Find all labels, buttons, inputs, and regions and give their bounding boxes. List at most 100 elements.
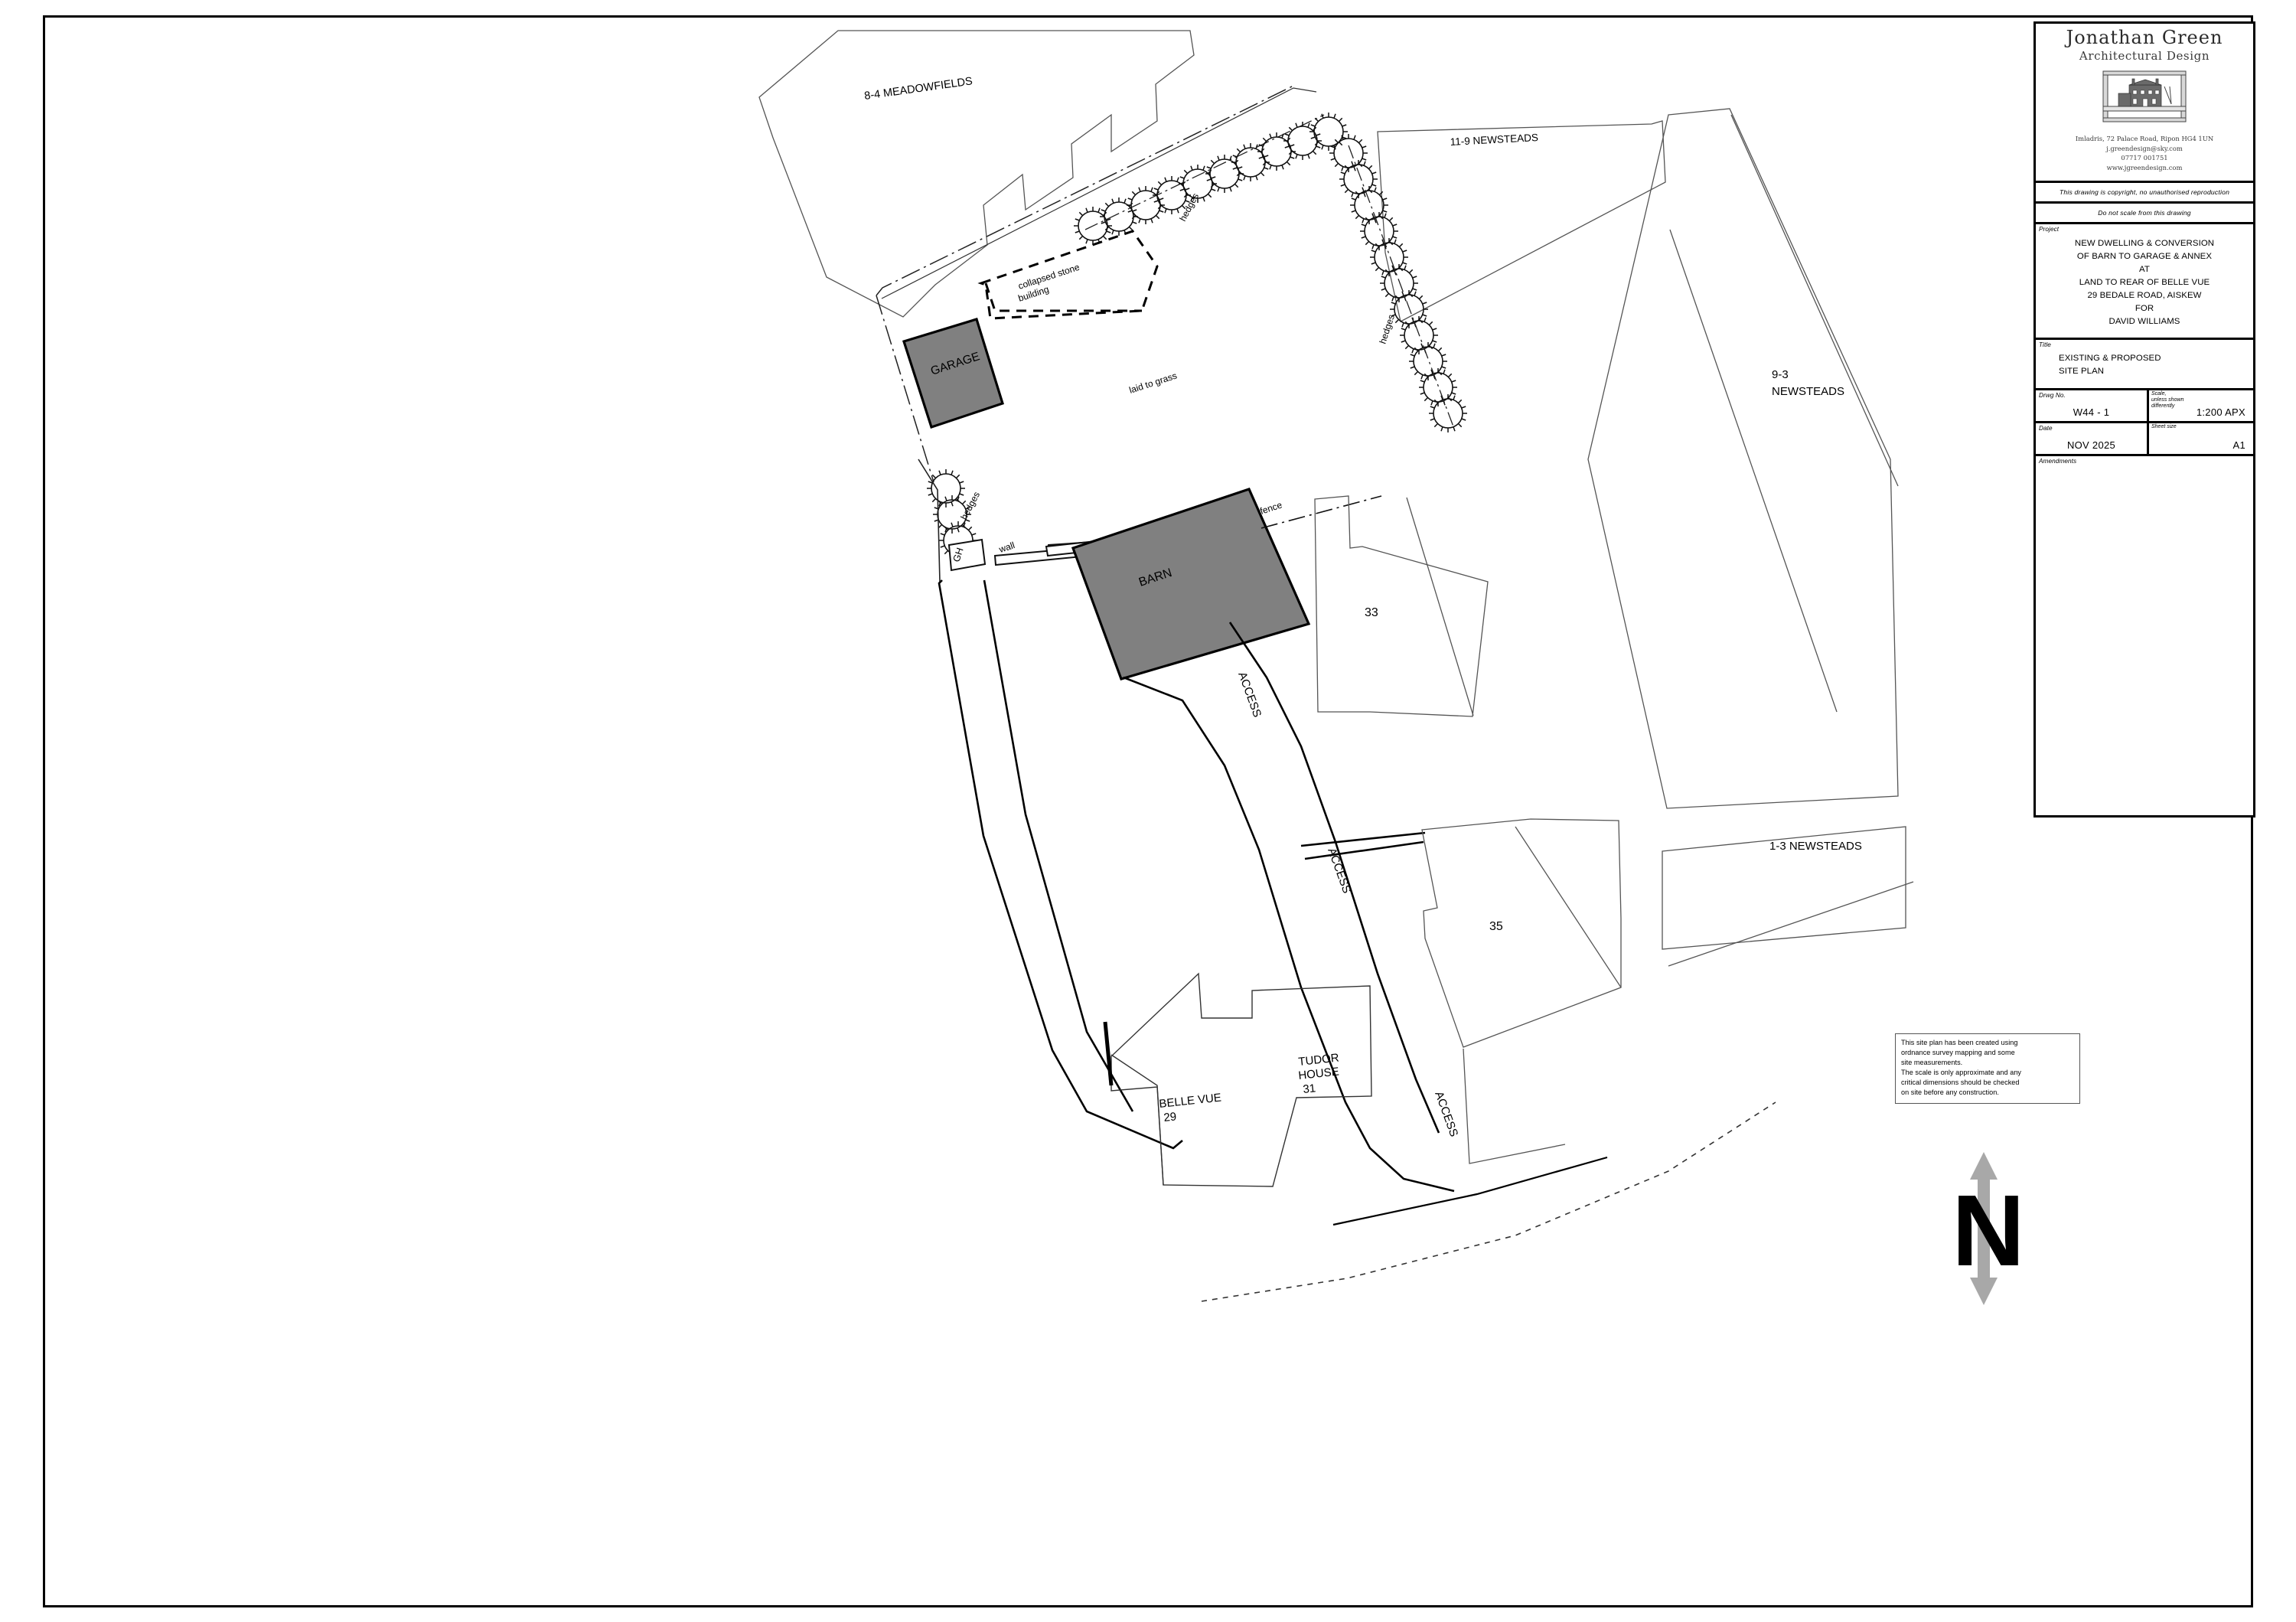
label-tudor-house-line2: HOUSE	[1298, 1065, 1340, 1082]
company-name: Jonathan Green	[2066, 27, 2223, 48]
company-subtitle: Architectural Design	[2079, 49, 2210, 64]
plot-35-inner	[1515, 826, 1622, 988]
company-address: Imladris, 72 Palace Road, Ripon HG4 1UN	[2075, 135, 2214, 143]
project-row: Project NEW DWELLING & CONVERSION OF BAR…	[2036, 224, 2253, 341]
label-tudor-house-number: 31	[1303, 1082, 1316, 1096]
label-plot-33: 33	[1365, 606, 1378, 619]
sheet-size-cell: Sheet size A1	[2149, 423, 2253, 454]
title-block-logo-row: Jonathan Green Architectural Design	[2036, 24, 2253, 183]
date-sheetsize-row: Date NOV 2025 Sheet size A1	[2036, 423, 2253, 457]
label-belle-vue-line1: BELLE VUE	[1159, 1092, 1222, 1111]
label-newsteads-1-3: 1-3 NEWSTEADS	[1769, 840, 1862, 853]
note-line-2: site measurements.	[1901, 1058, 1963, 1066]
company-address-block: Imladris, 72 Palace Road, Ripon HG4 1UN …	[2039, 134, 2250, 172]
do-not-scale-note: Do not scale from this drawing	[2036, 204, 2253, 224]
plot-newsteads-1-3-line	[1668, 881, 1914, 967]
note-line-4: critical dimensions should be checked	[1901, 1078, 2020, 1086]
sheet-size-value: A1	[2232, 439, 2245, 452]
collapsed-building-edge	[984, 282, 1142, 312]
site-plan-note-box: This site plan has been created using or…	[1895, 1033, 2080, 1104]
north-arrow: N	[1952, 1152, 2025, 1305]
label-newsteads-9-3-line2: NEWSTEADS	[1772, 385, 1844, 398]
project-caption: Project	[2039, 225, 2060, 233]
label-laid-to-grass: laid to grass	[1128, 370, 1179, 396]
road-kerb-dotted	[1201, 1101, 1776, 1302]
project-line-1: OF BARN TO GARAGE & ANNEX	[2076, 251, 2213, 261]
drwg-no-cell: Drwg No. W44 - 1	[2036, 390, 2149, 422]
hedge-boundary-line-right	[1348, 145, 1455, 429]
label-plot-35: 35	[1489, 920, 1503, 933]
greenhouse-building	[947, 538, 987, 572]
plot-newsteads-11-9	[1377, 120, 1666, 322]
date-cell: Date NOV 2025	[2036, 423, 2149, 455]
title-caption: Title	[2039, 341, 2051, 349]
plot-33-inner	[1406, 497, 1474, 716]
note-line-5: on site before any construction.	[1901, 1088, 1999, 1096]
drawing-title-line-0: EXISTING & PROPOSED	[2059, 354, 2161, 364]
label-newsteads-9-3-line1: 9-3	[1772, 368, 1789, 381]
label-greenhouse: GH	[951, 547, 966, 563]
access-drive-lower	[1304, 840, 1424, 860]
plot-33	[1314, 495, 1489, 717]
fence-line	[1261, 495, 1382, 529]
label-wall: wall	[997, 540, 1016, 555]
belle-vue-tudor-house	[1110, 972, 1372, 1187]
company-email: j.greendesign@sky.com	[2106, 144, 2183, 152]
date-caption: Date	[2039, 425, 2053, 432]
label-newsteads-11-9: 11-9 NEWSTEADS	[1450, 132, 1538, 148]
plot-newsteads-9-3-inner	[1730, 114, 1899, 487]
plot-35	[1421, 818, 1622, 1048]
road-edge	[1332, 1156, 1608, 1226]
amendments-row: Amendments	[2036, 456, 2253, 729]
project-line-3: LAND TO REAR OF BELLE VUE	[2079, 277, 2210, 287]
plot-35-lower	[1463, 1048, 1566, 1164]
label-access-3: ACCESS	[1432, 1090, 1460, 1139]
project-line-0: NEW DWELLING & CONVERSION	[2074, 238, 2215, 248]
access-drive-main	[938, 579, 1183, 1150]
barn-building	[1071, 488, 1311, 680]
hedge-row-top	[1073, 112, 1349, 246]
north-letter: N	[1952, 1174, 2024, 1287]
label-belle-vue-number: 29	[1163, 1110, 1177, 1124]
hedge-boundary-line-top	[1084, 114, 1325, 230]
access-drive-edge2	[983, 579, 1134, 1112]
amendments-caption: Amendments	[2039, 458, 2077, 465]
company-website: www.jgreendesign.com	[2106, 164, 2183, 172]
company-phone: 07717 001751	[2121, 154, 2168, 162]
access-drive-right	[1123, 676, 1455, 1193]
note-line-1: ordnance survey mapping and some	[1901, 1048, 2015, 1056]
site-boundary-chain	[876, 85, 1294, 296]
drawing-title: EXISTING & PROPOSED SITE PLAN	[2036, 340, 2253, 388]
label-fence: fence	[1259, 499, 1284, 516]
site-outline-top	[881, 87, 1317, 299]
label-access-1: ACCESS	[1235, 671, 1264, 720]
house-plot-edge-left	[1110, 1054, 1164, 1186]
entrance-thick-wall	[1103, 1021, 1114, 1086]
label-collapsed-stone-line1: collapsed stone	[1017, 262, 1081, 292]
project-line-5: FOR	[2135, 304, 2154, 314]
note-line-0: This site plan has been created using	[1901, 1039, 2018, 1046]
collapsed-stone-building	[977, 230, 1159, 320]
drawing-title-line-1: SITE PLAN	[2059, 366, 2105, 376]
hedge-row-right	[1329, 133, 1468, 433]
note-line-3: The scale is only approximate and any	[1901, 1068, 2022, 1076]
title-block: Jonathan Green Architectural Design	[2033, 21, 2255, 818]
project-line-2: AT	[2139, 264, 2150, 274]
scale-value: 1:200 APX	[2196, 406, 2245, 419]
plot-newsteads-9-3-inner2	[1669, 229, 1838, 713]
plot-meadowfields	[758, 30, 1195, 318]
label-hedges-right: hedges	[1378, 313, 1397, 345]
house-logo-icon	[2102, 70, 2187, 122]
site-boundary-chain-left	[876, 295, 934, 483]
north-arrow-shaft-icon	[1970, 1152, 1998, 1305]
plot-newsteads-9-3	[1587, 108, 1899, 809]
project-line-6: DAVID WILLIAMS	[2108, 317, 2180, 327]
drawing-title-row: Title EXISTING & PROPOSED SITE PLAN	[2036, 340, 2253, 391]
label-tudor-house-line1: TUDOR	[1298, 1051, 1340, 1068]
copyright-note: This drawing is copyright, no unauthoris…	[2036, 183, 2253, 204]
